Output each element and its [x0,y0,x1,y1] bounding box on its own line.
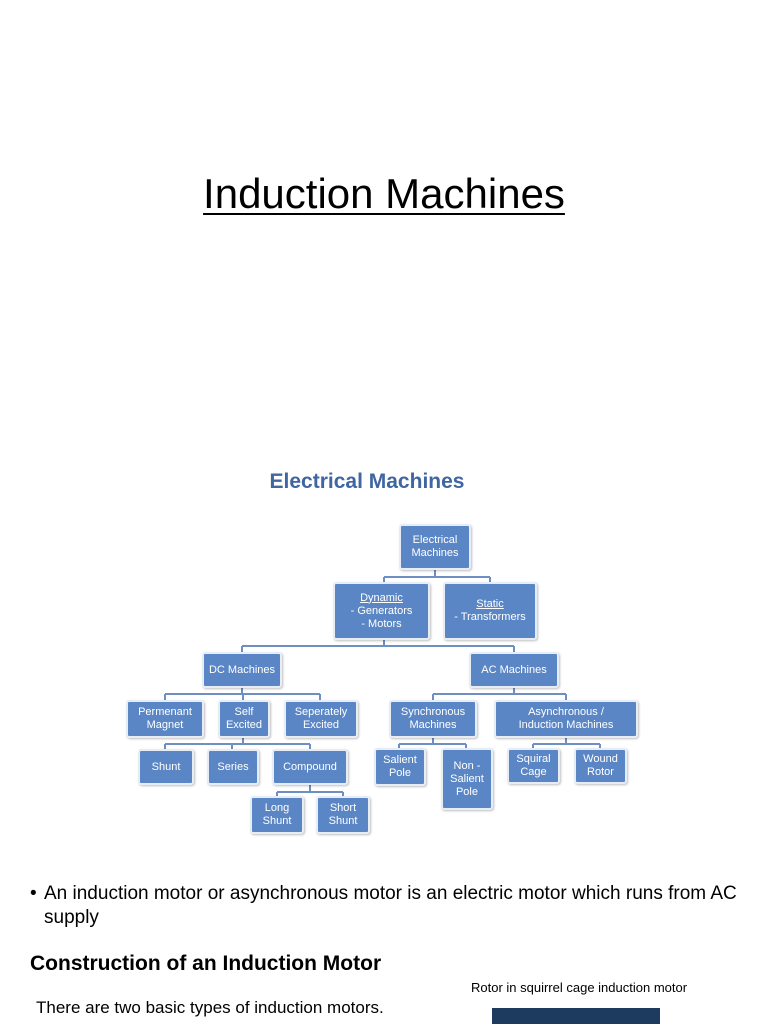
node-permanent-magnet: Permenant Magnet [126,700,204,738]
node-separately-excited: Seperately Excited [284,700,358,738]
image-caption: Rotor in squirrel cage induction motor [471,980,688,995]
static-label: Static [476,598,504,610]
node-squirrel-cage: Squiral Cage [507,748,560,784]
diagram-title: Electrical Machines [269,470,465,493]
node-non-salient-pole: Non - Salient Pole [441,748,493,810]
node-dynamic: Dynamic - Generators - Motors [333,582,430,640]
node-series: Series [207,749,259,785]
dynamic-label: Dynamic [360,591,403,604]
node-ac-machines: AC Machines [469,652,559,688]
dynamic-items: - Generators - Motors [350,604,413,630]
node-synchronous-machines: Synchronous Machines [389,700,477,738]
page-title: Induction Machines [203,170,565,217]
bullet-item: • An induction motor or asynchronous mot… [30,882,750,930]
static-items: - Transformers [454,611,526,623]
node-asynchronous-machines: Asynchronous / Induction Machines [494,700,638,738]
node-compound: Compound [272,749,348,785]
section-heading: Construction of an Induction Motor [30,952,382,975]
node-long-shunt: Long Shunt [250,796,304,834]
node-salient-pole: Salient Pole [374,748,426,786]
node-shunt: Shunt [138,749,194,785]
node-dc-machines: DC Machines [202,652,282,688]
node-wound-rotor: Wound Rotor [574,748,627,784]
bullet-text: An induction motor or asynchronous motor… [44,883,737,928]
body-text: There are two basic types of induction m… [36,998,384,1017]
node-self-excited: Self Excited [218,700,270,738]
bullet-dot: • [30,883,37,904]
node-electrical-machines: Electrical Machines [399,524,471,570]
rotor-image [492,1008,660,1024]
node-short-shunt: Short Shunt [316,796,370,834]
node-static: Static - Transformers [443,582,537,640]
